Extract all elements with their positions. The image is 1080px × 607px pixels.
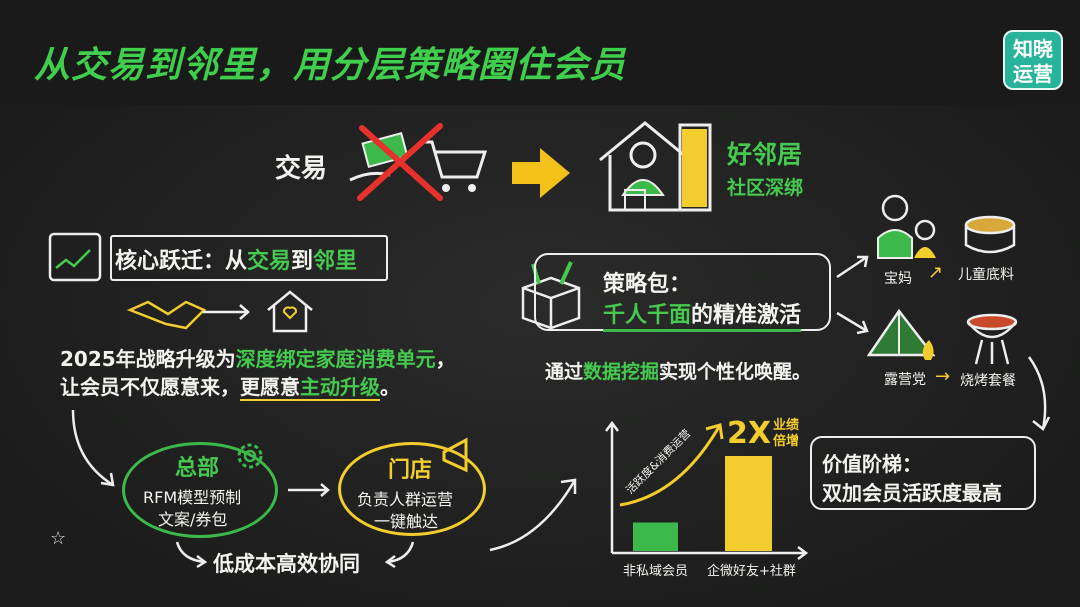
value-ladder-title: 价值阶梯： <box>822 452 922 476</box>
money-cart-crossed-icon <box>349 123 488 201</box>
store-line2: 一键触达 <box>374 512 439 531</box>
right-arrow-icon <box>288 483 330 497</box>
brand-logo: 知晓运营 <box>1003 30 1063 90</box>
core-desc-line1: 2025年战略升级为深度绑定家庭消费单元， <box>60 347 456 371</box>
bbq-grill-icon <box>966 313 1018 365</box>
community-bind-label: 社区深绑 <box>727 177 804 199</box>
store-oval <box>338 442 486 536</box>
synergy-label: 低成本高效协同 <box>213 552 360 576</box>
star-doodle-icon: ☆ <box>50 528 67 549</box>
segment-who-mom: 宝妈 <box>884 271 912 287</box>
segment-what-bbq: 烧烤套餐 <box>960 373 1016 389</box>
bar-0 <box>633 522 678 551</box>
growth-bar-chart <box>605 420 809 560</box>
gear-icon <box>237 443 263 469</box>
hotpot-icon <box>964 215 1016 254</box>
bar-label-non-private: 非私域会员 <box>623 564 689 579</box>
synergy-arrows-icon <box>175 541 415 569</box>
segment-who-camper: 露营党 <box>884 372 926 388</box>
hq-line1: RFM模型预制 <box>143 488 242 507</box>
strategy-title: 策略包： <box>603 272 692 297</box>
rising-arrow-icon <box>489 478 577 552</box>
yellow-arrow-icon: → <box>935 366 951 387</box>
down-curve-arrow-icon <box>1027 356 1051 431</box>
trade-label: 交易 <box>275 154 328 184</box>
good-neighbor-label: 好邻居 <box>727 140 803 169</box>
yellow-arrow-icon: ↗ <box>928 262 944 283</box>
mom-child-icon <box>877 194 936 259</box>
hq-oval <box>122 442 278 538</box>
header: 从交易到邻里，用分层策略圈住会员 知晓运营 <box>0 0 1080 105</box>
value-ladder-text: 双加会员活跃度最高 <box>822 481 1002 505</box>
store-title: 门店 <box>388 458 433 483</box>
curve-arrow-icon <box>71 409 115 487</box>
neighbor-house-icon <box>599 121 712 212</box>
strategy-highlight: 千人千面的精准激活 <box>603 297 802 332</box>
branch-arrows-icon <box>836 255 869 335</box>
core-shift-box <box>110 235 388 281</box>
bar-1 <box>725 456 772 551</box>
growth-arrow <box>619 423 724 507</box>
multiplier-label: 2X <box>727 416 772 451</box>
right-arrow-icon <box>512 148 570 198</box>
hq-line2: 文案/券包 <box>158 510 228 529</box>
megaphone-icon <box>442 437 468 473</box>
multiplier-note: 业绩倍增 <box>773 418 800 449</box>
strategy-desc: 通过数据挖掘实现个性化唤醒。 <box>545 361 812 383</box>
core-desc-line2: 让会员不仅愿意来，更愿意主动升级。 <box>60 375 400 401</box>
hq-title: 总部 <box>175 456 220 481</box>
page-title: 从交易到邻里，用分层策略圈住会员 <box>34 45 627 86</box>
chart-axes <box>605 420 809 560</box>
handshake-to-home-icon <box>126 290 313 333</box>
value-ladder-box <box>810 436 1036 510</box>
segment-what-kids-soup: 儿童底料 <box>958 267 1014 283</box>
calendar-chart-icon <box>48 232 102 282</box>
store-line1: 负责人群运营 <box>357 490 454 509</box>
tent-campfire-icon <box>866 308 936 360</box>
core-shift-heading: 核心跃迁：从交易到邻里 <box>115 249 358 274</box>
bar-label-wecom: 企微好友+社群 <box>707 564 796 579</box>
